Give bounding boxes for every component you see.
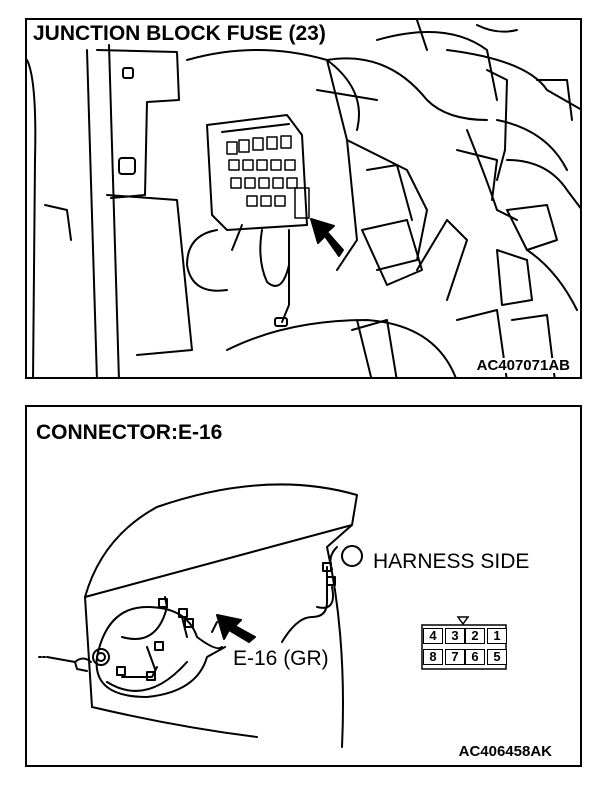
connector-pin: 1 xyxy=(487,628,507,644)
connector-e16-label: E-16 (GR) xyxy=(231,647,331,670)
arrow-pointer-icon xyxy=(310,218,344,257)
connector-pin: 4 xyxy=(423,628,443,644)
junction-block-illustration xyxy=(27,20,580,377)
connector-pin: 6 xyxy=(465,649,485,665)
connector-pin: 2 xyxy=(465,628,485,644)
harness-side-label: HARNESS SIDE xyxy=(373,550,530,573)
top-figure-code: AC407071AB xyxy=(473,358,570,373)
connector-pin: 5 xyxy=(487,649,507,665)
connector-diagram-panel: CONNECTOR:E-16 HARNESS SIDE E-16 (GR) 4 … xyxy=(25,405,582,767)
junction-block-diagram-panel: JUNCTION BLOCK FUSE (23) AC407071AB xyxy=(25,18,582,379)
bottom-figure-code: AC406458AK xyxy=(458,743,552,760)
connector-face-icon xyxy=(421,616,507,670)
connector-pin: 3 xyxy=(445,628,465,644)
door-harness-illustration xyxy=(38,483,507,748)
connector-title: CONNECTOR:E-16 xyxy=(36,421,223,444)
connector-pin: 7 xyxy=(445,649,465,665)
connector-pin: 8 xyxy=(423,649,443,665)
arrow-pointer-icon xyxy=(216,614,256,643)
junction-block-title: JUNCTION BLOCK FUSE (23) xyxy=(33,22,328,45)
